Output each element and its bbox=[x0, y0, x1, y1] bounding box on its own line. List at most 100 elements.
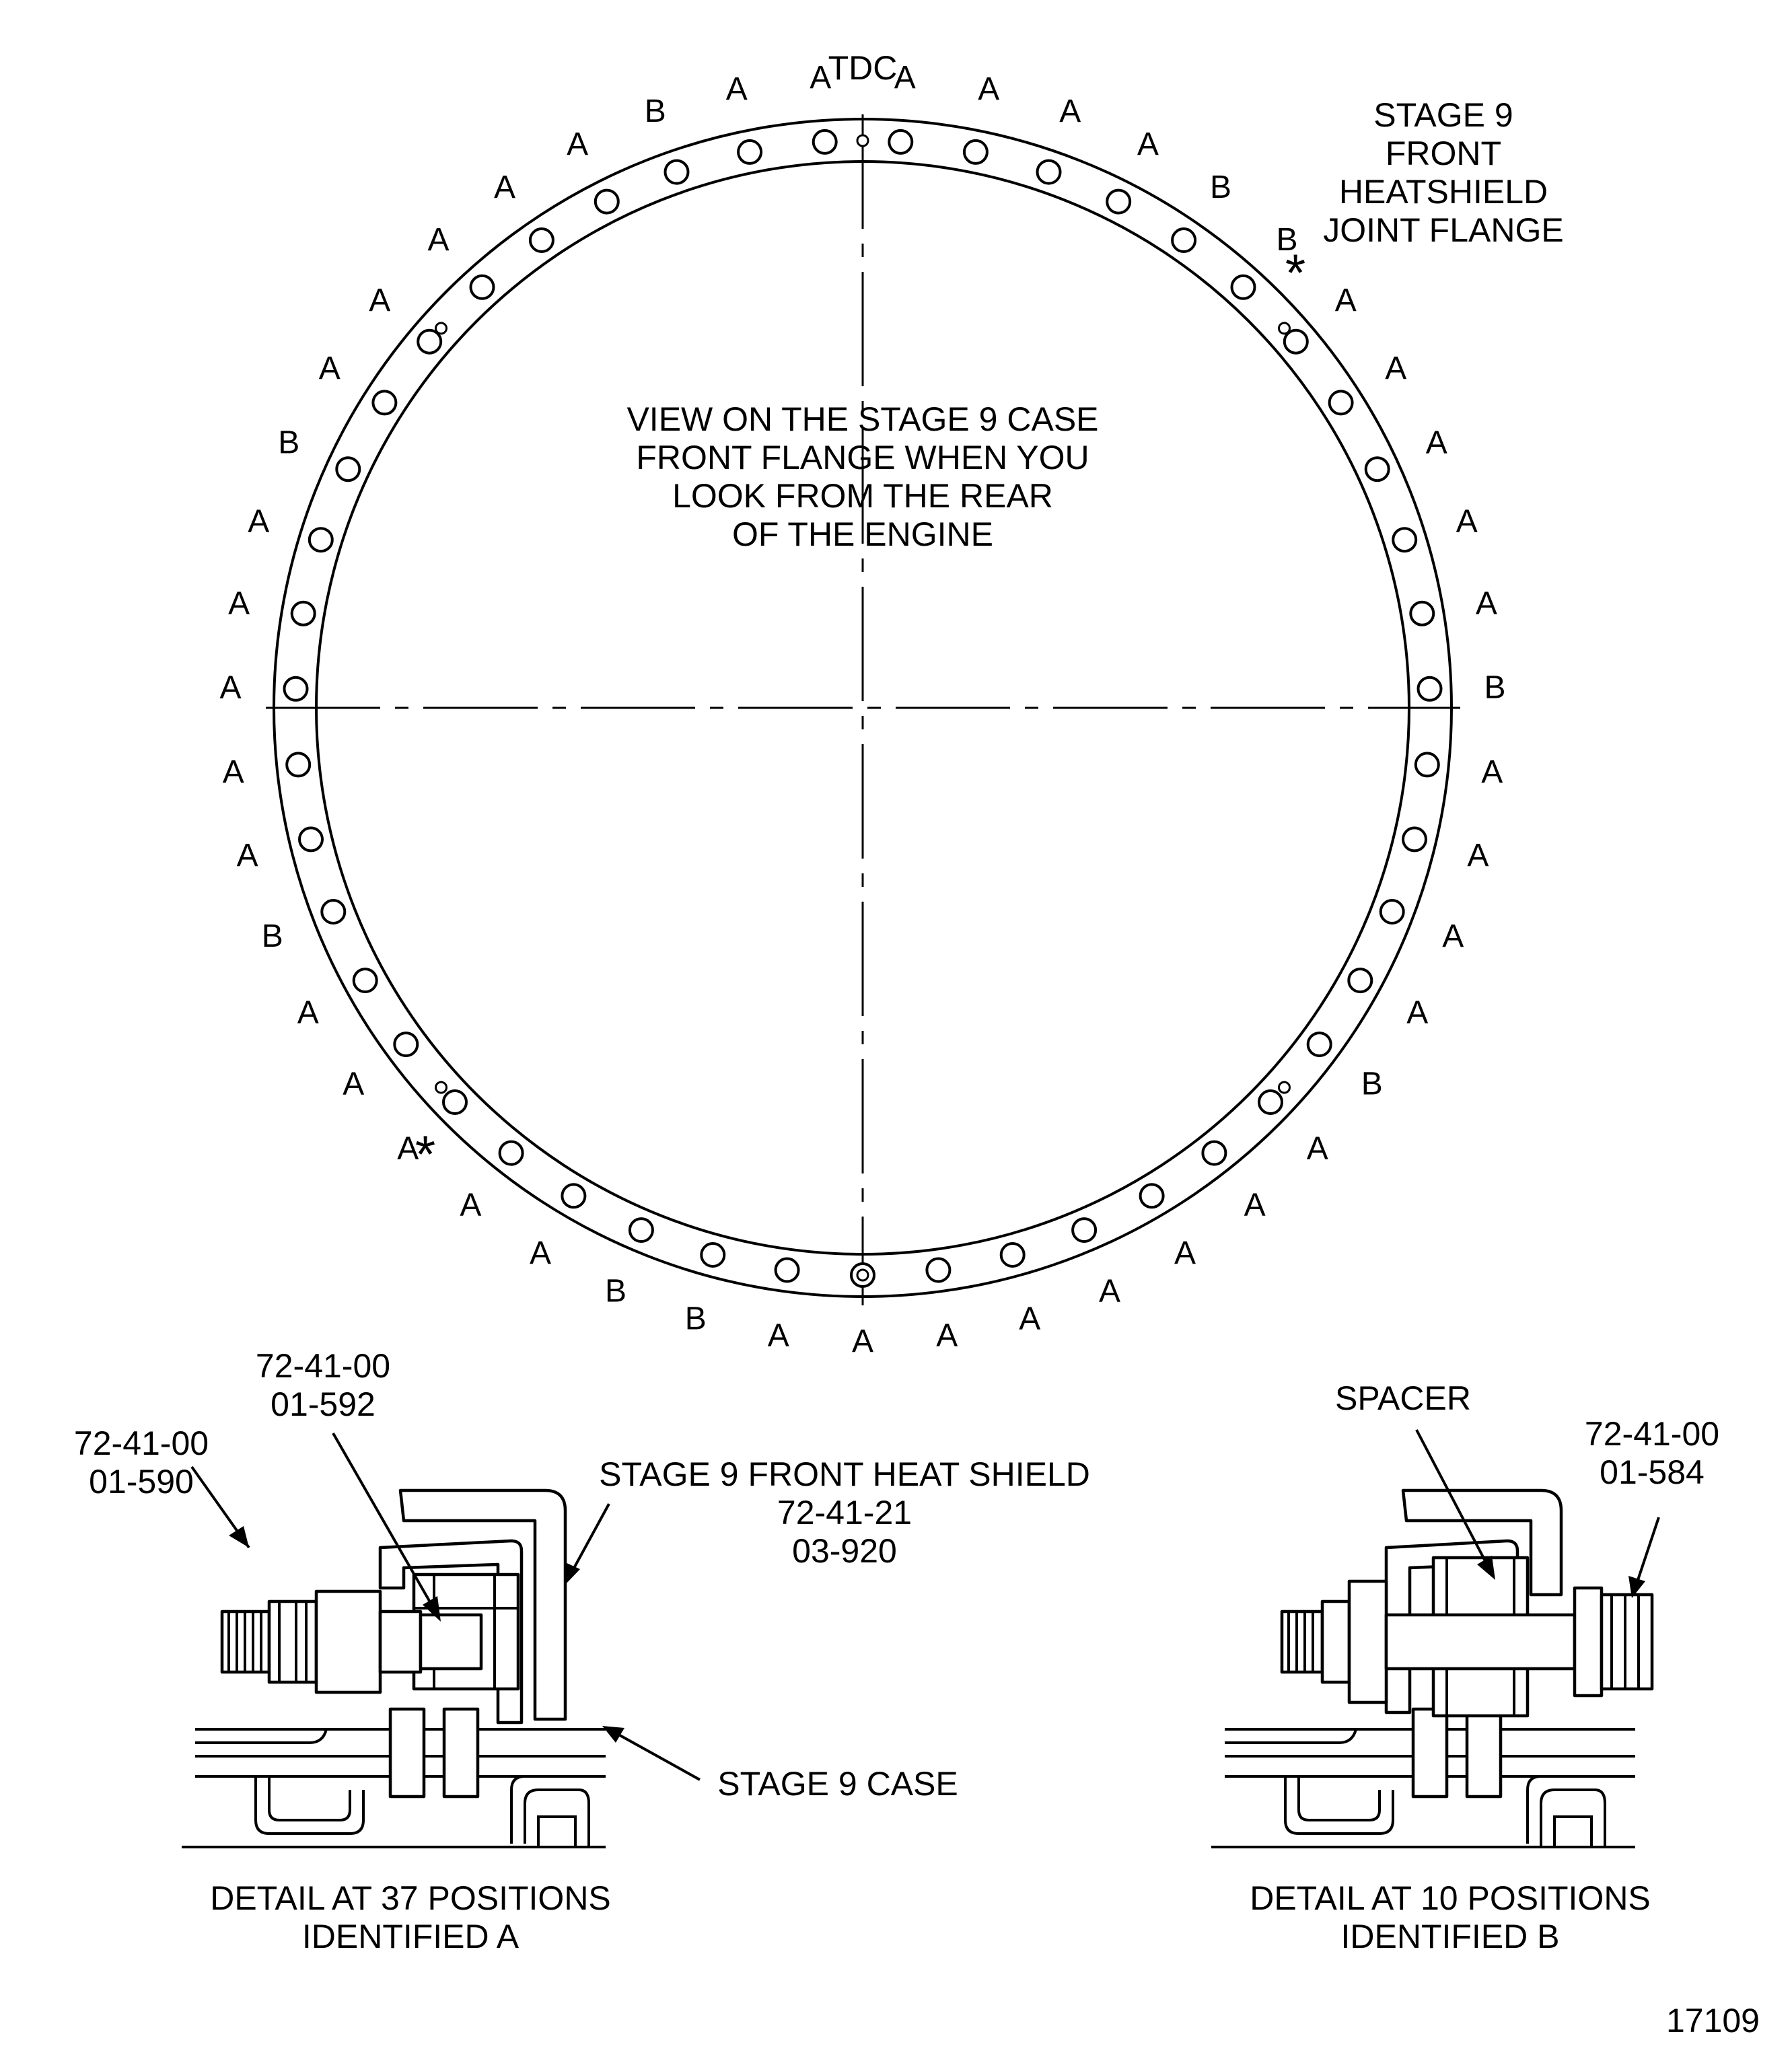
view-note-line: LOOK FROM THE REAR bbox=[672, 477, 1053, 515]
bolt-hole bbox=[1306, 1032, 1332, 1058]
bolt-hole bbox=[469, 274, 495, 300]
asterisk-marker: * bbox=[1285, 243, 1305, 302]
position-label: A bbox=[936, 1318, 958, 1354]
caption-a: IDENTIFIED A bbox=[302, 1918, 519, 1955]
position-label: A bbox=[494, 170, 515, 205]
bolt-hole bbox=[308, 527, 334, 553]
detail-a: 72-41-00 01-590 72-41-00 01-592 STAGE 9 … bbox=[74, 1347, 1090, 1955]
position-label: A bbox=[1442, 918, 1464, 954]
tdc-label: TDC bbox=[828, 49, 898, 87]
callout-bolt-b: 72-41-00 bbox=[1585, 1415, 1719, 1453]
position-label: B bbox=[605, 1273, 626, 1309]
position-label: A bbox=[726, 71, 748, 107]
locating-hole bbox=[435, 1081, 447, 1094]
locating-hole bbox=[856, 134, 869, 147]
bolt-hole bbox=[1071, 1217, 1098, 1243]
position-label: A bbox=[427, 222, 449, 258]
callout-bolt-a: 01-590 bbox=[89, 1463, 194, 1500]
callout-case-a: STAGE 9 CASE bbox=[717, 1765, 958, 1803]
bolt-hole bbox=[561, 1183, 587, 1209]
bolt-hole bbox=[594, 188, 620, 215]
heat-shield-b bbox=[1401, 1488, 1563, 1597]
position-label: A bbox=[1406, 995, 1428, 1031]
heat-shield-inner-a bbox=[378, 1539, 524, 1725]
bolt-hole bbox=[1201, 1140, 1227, 1166]
bolt-holes bbox=[283, 129, 1443, 1288]
callout-bolt-a: 72-41-00 bbox=[74, 1424, 209, 1462]
position-label: A bbox=[343, 1066, 364, 1102]
bolt-a bbox=[220, 1589, 483, 1694]
position-label: A bbox=[228, 586, 250, 622]
bolt-hole bbox=[700, 1242, 726, 1268]
position-label: A bbox=[1456, 504, 1478, 540]
bolt-hole bbox=[1171, 227, 1197, 253]
bolt-hole bbox=[335, 456, 361, 482]
position-label: A bbox=[237, 838, 258, 873]
bolt-hole bbox=[1328, 390, 1354, 416]
flange-callout-line: HEATSHIELD bbox=[1339, 173, 1548, 211]
view-note-line: OF THE ENGINE bbox=[732, 515, 993, 553]
locating-hole bbox=[856, 1268, 869, 1282]
bolt-hole bbox=[285, 752, 312, 778]
arrow-nut-a bbox=[423, 1596, 441, 1622]
leader-bolt-b bbox=[1634, 1517, 1660, 1589]
bolt-hole bbox=[528, 227, 554, 253]
bolt-hole bbox=[1230, 274, 1256, 300]
locating-hole bbox=[1278, 1081, 1291, 1094]
bolt-hole bbox=[1139, 1183, 1165, 1209]
bolt-hole bbox=[1364, 456, 1390, 482]
position-label: A bbox=[397, 1131, 419, 1167]
arrow-spacer-b bbox=[1477, 1556, 1495, 1580]
bolt-hole bbox=[1379, 899, 1405, 925]
flange-callout-line: STAGE 9 bbox=[1373, 96, 1513, 134]
bolt-hole bbox=[1036, 159, 1062, 185]
position-label: A bbox=[1476, 586, 1497, 622]
stage9-case-section-a bbox=[182, 1707, 606, 1848]
arrow-bolt-b bbox=[1628, 1576, 1645, 1598]
bolt-hole bbox=[1409, 600, 1435, 626]
position-label: A bbox=[1467, 838, 1489, 873]
position-label: A bbox=[810, 60, 831, 96]
caption-b: DETAIL AT 10 POSITIONS bbox=[1250, 1879, 1651, 1917]
position-label: B bbox=[1276, 222, 1297, 258]
caption-b: IDENTIFIED B bbox=[1340, 1918, 1559, 1955]
flange-callout-line: JOINT FLANGE bbox=[1323, 211, 1563, 249]
view-note-line: FRONT FLANGE WHEN YOU bbox=[636, 439, 1089, 476]
leader-case-a bbox=[608, 1728, 701, 1781]
callout-nut-a: 01-592 bbox=[271, 1385, 375, 1423]
leader-nut-a bbox=[332, 1433, 439, 1616]
callout-spacer-b: SPACER bbox=[1335, 1379, 1471, 1417]
position-label: A bbox=[1174, 1235, 1196, 1271]
position-label: B bbox=[1361, 1066, 1383, 1102]
callout-heatshield-a: 72-41-21 bbox=[777, 1494, 912, 1531]
position-label: A bbox=[219, 670, 241, 706]
arrow-case-a bbox=[602, 1726, 624, 1743]
position-label: A bbox=[894, 60, 916, 96]
position-label: B bbox=[645, 94, 666, 129]
position-label: A bbox=[978, 71, 999, 107]
position-label: A bbox=[369, 283, 390, 318]
position-label: A bbox=[1335, 283, 1357, 318]
bolt-hole bbox=[352, 968, 378, 994]
position-label: A bbox=[567, 126, 588, 162]
bolt-hole bbox=[812, 129, 838, 155]
position-label: B bbox=[278, 425, 299, 460]
position-label: A bbox=[530, 1235, 551, 1271]
bolt-hole bbox=[1417, 676, 1443, 702]
position-label: B bbox=[1484, 670, 1505, 706]
bolt-hole bbox=[298, 826, 324, 853]
bolt-hole bbox=[1106, 188, 1132, 215]
bolt-hole bbox=[628, 1217, 654, 1243]
stage9-case-section-b bbox=[1211, 1707, 1635, 1848]
bolt-hole bbox=[774, 1257, 800, 1283]
bolt-hole bbox=[664, 159, 690, 185]
flange-callout: STAGE 9 FRONT HEATSHIELD JOINT FLANGE bbox=[1323, 96, 1563, 249]
position-label: A bbox=[1059, 94, 1081, 129]
position-label: A bbox=[1481, 754, 1503, 790]
position-label: A bbox=[1019, 1301, 1040, 1337]
position-label: B bbox=[685, 1301, 707, 1337]
position-label: A bbox=[1137, 126, 1159, 162]
locating-hole bbox=[1278, 322, 1291, 335]
